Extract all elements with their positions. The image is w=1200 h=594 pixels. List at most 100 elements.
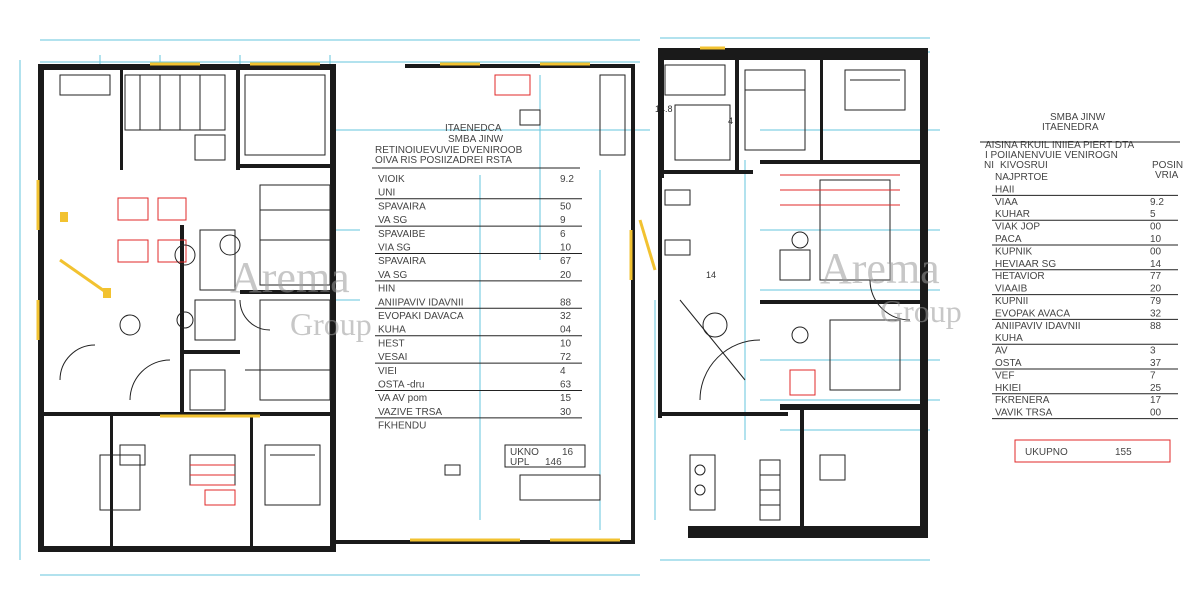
left-walls bbox=[38, 64, 635, 552]
right-table-row-label: AV bbox=[995, 346, 1008, 357]
left-table-row-value: 63 bbox=[560, 380, 572, 391]
left-table-title-2: OIVA RIS POSIIZADREI RSTA bbox=[375, 155, 512, 166]
room-label-l2: 14 bbox=[706, 270, 716, 280]
right-walls bbox=[658, 48, 928, 538]
right-table-subheading: ITAENEDRA bbox=[1042, 122, 1099, 133]
left-table-row-label: ANIIPAVIV IDAVNII bbox=[378, 297, 464, 308]
left-table-subheading: SMBA JINW bbox=[448, 134, 504, 145]
right-area-table: SMBA JINW ITAENEDRA AISINA RKUIL INIIEA … bbox=[980, 112, 1183, 463]
right-table-row-value: 14 bbox=[1150, 259, 1162, 270]
left-floor-plan: 14.8 bbox=[19, 39, 673, 576]
right-table-row-label: NAJPRTOE bbox=[995, 172, 1048, 183]
right-table-title-1: AISINA RKUIL INIIEA PIERT DTA bbox=[985, 140, 1134, 151]
right-table-row-value: 00 bbox=[1150, 246, 1162, 257]
watermark-text-right-2: Group bbox=[880, 293, 962, 329]
left-total-value-2: 146 bbox=[545, 457, 562, 468]
right-table-row-label: OSTA bbox=[995, 358, 1022, 369]
left-table-row-label: HEST bbox=[378, 338, 405, 349]
right-table-row-label: HAII bbox=[995, 184, 1014, 195]
left-table-row-label: OSTA -dru bbox=[378, 380, 425, 391]
left-table-row-label: SPAVAIRA bbox=[378, 201, 426, 212]
left-fixtures bbox=[59, 74, 626, 511]
left-windows bbox=[36, 62, 633, 542]
right-table-row-value: 88 bbox=[1150, 321, 1162, 332]
right-table-row-value: 77 bbox=[1150, 271, 1162, 282]
right-total-value: 155 bbox=[1115, 447, 1132, 458]
left-table-row-label: KUHA bbox=[378, 325, 406, 336]
left-table-row-value: 67 bbox=[560, 256, 572, 267]
left-table-row-value: 10 bbox=[560, 338, 572, 349]
right-table-row-value: 00 bbox=[1150, 222, 1162, 233]
left-table-heading: ITAENEDCA bbox=[445, 123, 502, 134]
left-area-table: ITAENEDCA SMBA JINW RETINOIUEVUVIE DVENI… bbox=[372, 123, 586, 468]
right-total-label: UKUPNO bbox=[1025, 447, 1068, 458]
right-table-row-label: VIAK JOP bbox=[995, 222, 1040, 233]
left-table-row-value: 72 bbox=[560, 352, 572, 363]
right-col-1: NI bbox=[984, 160, 994, 171]
left-table-row-value: 9 bbox=[560, 215, 566, 226]
right-windows bbox=[638, 46, 725, 271]
right-table-row-label: KUPNIK bbox=[995, 246, 1033, 257]
right-fixtures bbox=[664, 64, 911, 521]
right-table-row-value: 7 bbox=[1150, 370, 1156, 381]
right-table-row-label: PACA bbox=[995, 234, 1022, 245]
right-table-row-value: 79 bbox=[1150, 296, 1162, 307]
right-col-4: VRIA bbox=[1155, 170, 1179, 181]
watermark-text-left-2: Group bbox=[290, 306, 372, 342]
watermark-text-left-1: Arema bbox=[230, 253, 350, 302]
left-table-row-label: VA SG bbox=[378, 215, 407, 226]
left-total-value-1: 16 bbox=[562, 447, 574, 458]
watermark-text-right-1: Arema bbox=[820, 244, 940, 293]
right-table-row-label: HKIEI bbox=[995, 383, 1021, 394]
right-table-row-value: 17 bbox=[1150, 395, 1162, 406]
left-table-row-label: UNI bbox=[378, 188, 395, 199]
right-table-row-label: ANIIPAVIV IDAVNII bbox=[995, 321, 1081, 332]
right-table-row-label: VAVIK TRSA bbox=[995, 408, 1053, 419]
left-table-row-label: VIA SG bbox=[378, 243, 411, 254]
left-table-row-value: 30 bbox=[560, 407, 572, 418]
left-table-row-label: FKHENDU bbox=[378, 421, 426, 432]
right-table-row-value: 5 bbox=[1150, 209, 1156, 220]
left-table-row-value: 15 bbox=[560, 393, 572, 404]
right-table-row-label: KUHAR bbox=[995, 209, 1030, 220]
right-table-row-value: 37 bbox=[1150, 358, 1162, 369]
left-total-label-2: UPL bbox=[510, 457, 530, 468]
right-table-row-value: 20 bbox=[1150, 284, 1162, 295]
left-table-row-value: 9.2 bbox=[560, 174, 574, 185]
right-table-row-value: 10 bbox=[1150, 234, 1162, 245]
left-table-row-value: 88 bbox=[560, 297, 572, 308]
watermark: Arema Group Arema Group bbox=[230, 244, 962, 342]
right-table-row-label: HETAVIOR bbox=[995, 271, 1045, 282]
left-table-row-value: 20 bbox=[560, 270, 572, 281]
right-table-row-label: VEF bbox=[995, 370, 1014, 381]
left-table-row-label: VA SG bbox=[378, 270, 407, 281]
left-table-row-value: 04 bbox=[560, 325, 572, 336]
left-table-row-label: SPAVAIBE bbox=[378, 229, 426, 240]
right-col-3: POSIN bbox=[1152, 160, 1183, 171]
left-table-row-label: HIN bbox=[378, 284, 395, 295]
right-table-row-label: VIAA bbox=[995, 197, 1018, 208]
right-table-row-value: 3 bbox=[1150, 346, 1156, 357]
left-table-row-label: VESAI bbox=[378, 352, 407, 363]
right-table-row-value: 00 bbox=[1150, 408, 1162, 419]
left-table-row-value: 6 bbox=[560, 229, 566, 240]
left-table-row-value: 10 bbox=[560, 243, 572, 254]
left-table-row-label: VA AV pom bbox=[378, 393, 427, 404]
right-table-row-label: KUPNII bbox=[995, 296, 1028, 307]
right-table-row-label: HEVIAAR SG bbox=[995, 259, 1056, 270]
right-table-heading: SMBA JINW bbox=[1050, 112, 1106, 123]
right-table-row-value: 25 bbox=[1150, 383, 1162, 394]
room-label-l3: 4 bbox=[728, 116, 733, 126]
left-table-row-label: VAZIVE TRSA bbox=[378, 407, 442, 418]
right-table-title-2: I POIIANENVUIE VENIROGN bbox=[985, 150, 1118, 161]
right-table-row-value: 9.2 bbox=[1150, 197, 1164, 208]
right-table-row-label: FKRENERA bbox=[995, 395, 1050, 406]
left-table-title-1: RETINOIUEVUVIE DVENIROOB bbox=[375, 145, 523, 156]
left-table-row-label: EVOPAKI DAVACA bbox=[378, 311, 464, 322]
right-table-row-value: 32 bbox=[1150, 308, 1162, 319]
left-table-row-label: VIEI bbox=[378, 366, 397, 377]
left-table-row-label: VIOIK bbox=[378, 174, 405, 185]
